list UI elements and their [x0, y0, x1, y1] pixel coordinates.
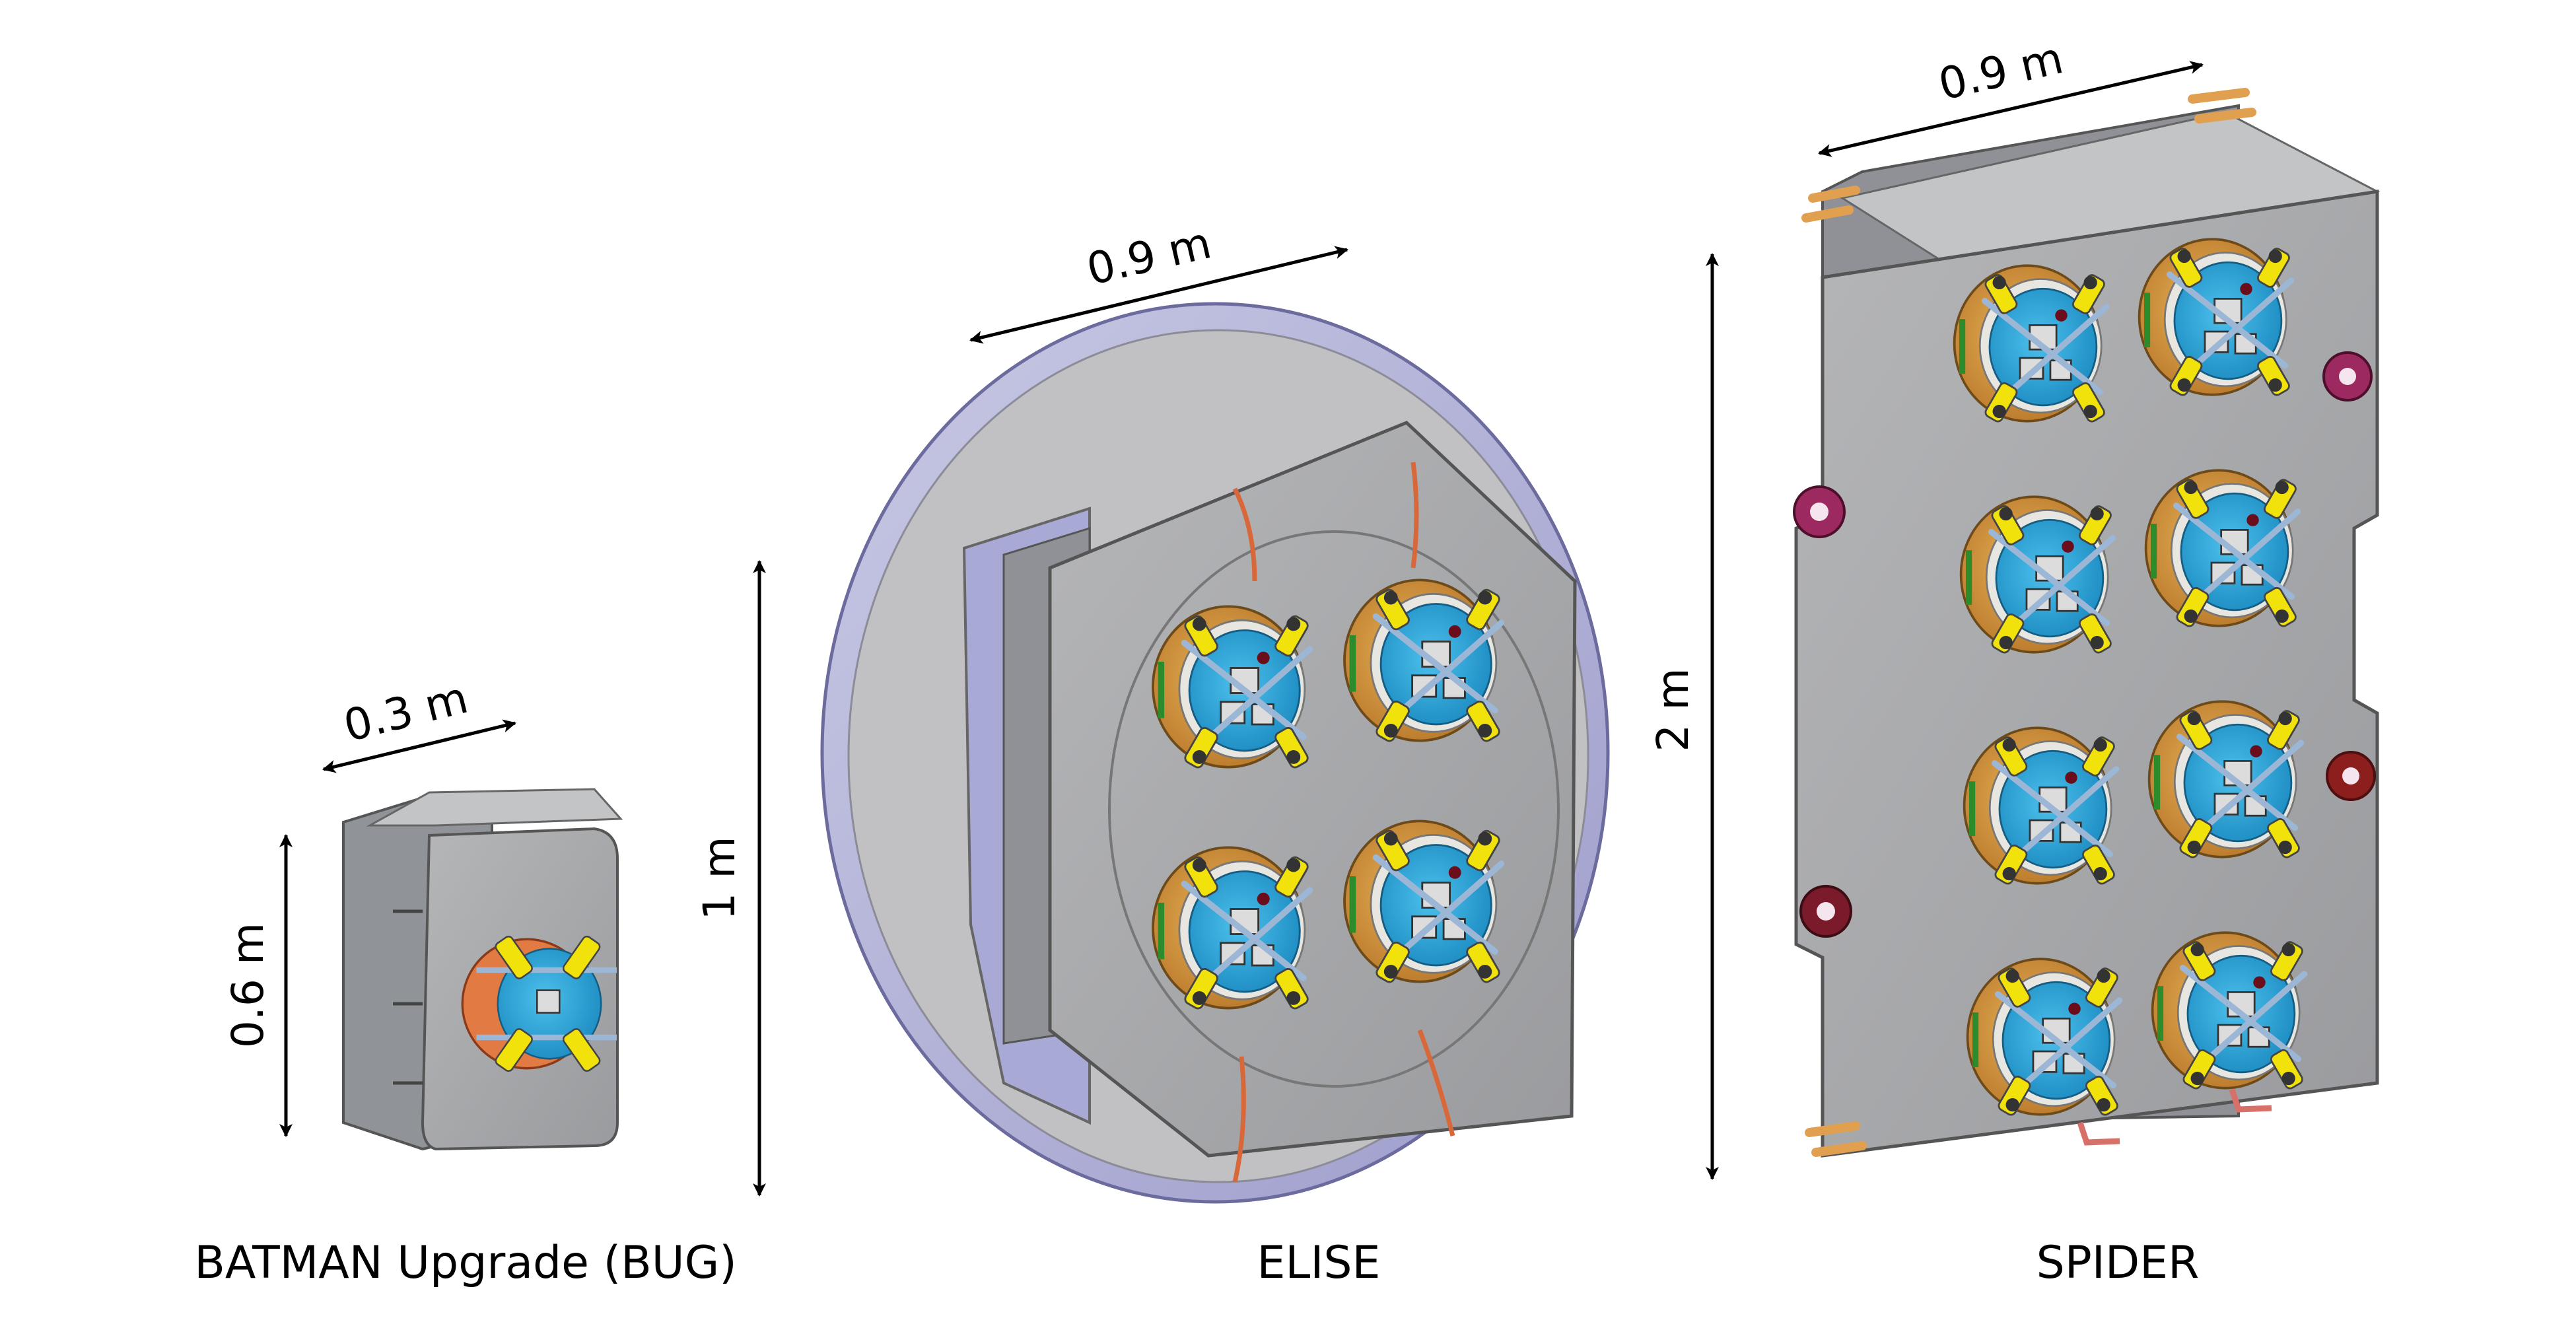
spider-source: 0.9 m 2 m SPIDER	[1648, 32, 2381, 1289]
elise-width-arrow	[969, 246, 1348, 344]
elise-height-label: 1 m	[694, 836, 745, 920]
bug-source: 0.3 m 0.6 m BATMAN Upgrade (BUG)	[194, 672, 737, 1289]
spider-width-label: 0.9 m	[1934, 32, 2068, 110]
elise-width-label: 0.9 m	[1082, 217, 1216, 295]
bug-model	[342, 788, 623, 1151]
bug-width-label: 0.3 m	[339, 672, 473, 752]
spider-caption: SPIDER	[2036, 1237, 2200, 1289]
spider-model	[1793, 88, 2381, 1158]
bug-width-arrow	[322, 719, 516, 773]
elise-model	[820, 302, 1610, 1204]
bug-height-label: 0.6 m	[223, 923, 273, 1048]
spider-height-label: 2 m	[1648, 668, 1698, 751]
bug-caption: BATMAN Upgrade (BUG)	[194, 1237, 737, 1289]
elise-caption: ELISE	[1257, 1237, 1380, 1289]
elise-source: 0.9 m 1 m ELISE	[694, 217, 1610, 1289]
spider-width-arrow	[1818, 61, 2204, 157]
